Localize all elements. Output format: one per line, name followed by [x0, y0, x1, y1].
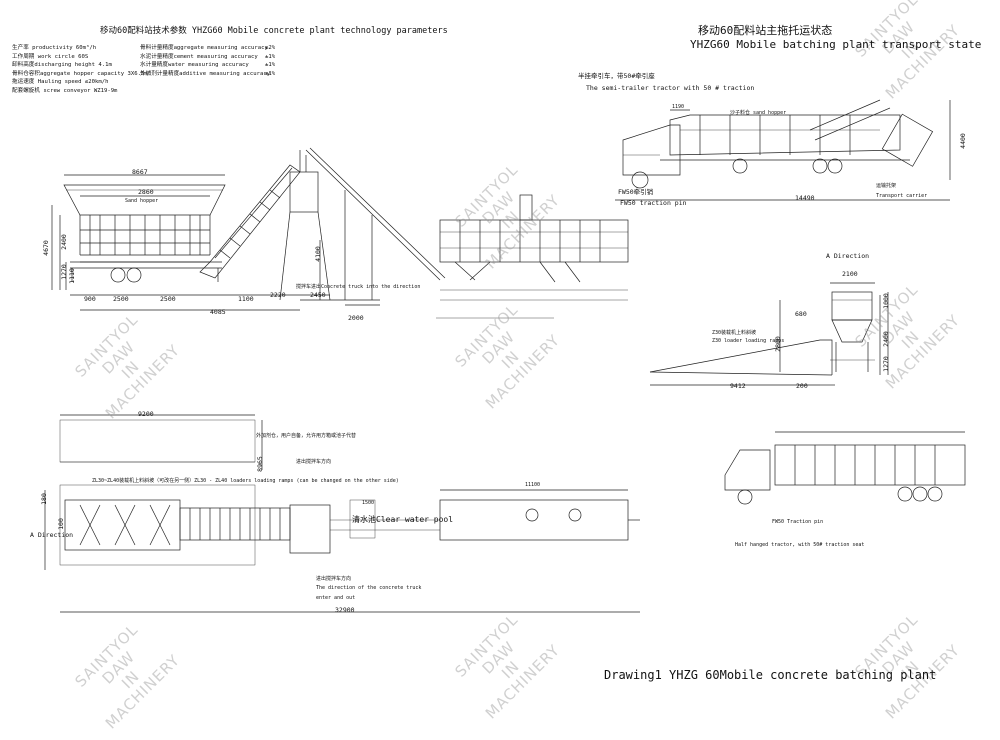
- a-direction-hopper: [831, 291, 873, 321]
- dim-label: 9200: [138, 410, 154, 418]
- a-direction-plan-label: A Direction: [30, 531, 74, 539]
- plan-trailer: [439, 499, 629, 541]
- dim-label: 11100: [525, 482, 541, 488]
- dim-label: 1270: [881, 356, 890, 372]
- transport-title-en: YHZG60 Mobile batching plant transport s…: [690, 38, 982, 51]
- carrier-label-cn: 运输托架: [876, 183, 897, 189]
- params-row: 拖运速度 Hauling speed ≤20km/h: [12, 79, 109, 86]
- dim-label: 1110: [67, 268, 76, 284]
- tractor-label-cn: 半挂牵引车，带50#牵引座: [578, 72, 655, 80]
- foundation-note: 外加剂仓，用户自备，允许用方箱或池子代替: [256, 433, 357, 439]
- dim-label: 2500: [113, 295, 129, 303]
- dim-label: 180: [39, 493, 48, 505]
- ramps-note: ZL30~ZL40装载机上料斜坡（可改在另一侧）ZL30 - ZL40 load…: [92, 478, 399, 484]
- drawing-title: Drawing1 YHZG 60Mobile concrete batching…: [604, 668, 937, 682]
- truck-direction-label: 进出搅拌车方向: [316, 576, 352, 582]
- fw50-label-en: FW50 traction pin: [620, 199, 687, 207]
- dim-label: 8667: [132, 168, 148, 176]
- truck-direction-label: enter and out: [316, 595, 356, 601]
- dim-label: 1100: [238, 295, 254, 303]
- truck-direction-label: The direction of the concrete truck: [316, 585, 422, 591]
- dim-label: 2400: [59, 234, 68, 250]
- dim-label: 2500: [160, 295, 176, 303]
- dim-label: 2400: [881, 331, 890, 347]
- params-title: 移动60配料站技术参数 YHZG60 Mobile concrete plant…: [100, 26, 448, 36]
- dim-label: 2860: [138, 188, 154, 196]
- dim-label: 100: [56, 518, 65, 530]
- water-pool-label: 清水池Clear water pool: [352, 515, 454, 524]
- params-row: 配套螺旋机 screw conveyor WZ19-9m: [12, 87, 118, 94]
- dim-label: 1270: [59, 264, 68, 280]
- dim-label: 32900: [335, 606, 355, 614]
- dim-label: 4400: [958, 133, 967, 149]
- drawing-canvas: [44, 99, 966, 613]
- dim-label: 680: [795, 310, 807, 318]
- dim-label: 2450: [310, 291, 326, 299]
- half-trailer-cab: [724, 449, 771, 491]
- fw50-label-cn: FW50牵引销: [618, 188, 654, 196]
- truck-direction-label: 进出搅拌车方向: [296, 459, 332, 465]
- dim-label: 1500: [362, 500, 375, 506]
- transport-title-cn: 移动60配料站主拖托运状态: [698, 24, 833, 37]
- dim-label: 4670: [41, 240, 50, 256]
- ramp-label-cn: Z30装载机上料斜坡: [712, 330, 757, 336]
- sand-hopper-label: 沙子料仓 sand hopper: [730, 110, 787, 116]
- dim-label: 9412: [730, 382, 746, 390]
- dim-label: 900: [84, 295, 96, 303]
- dim-label: 4085: [210, 308, 226, 316]
- sand-hopper-label: Sand hopper: [125, 198, 159, 204]
- trailer-body: [439, 219, 629, 263]
- plan-hopper: [64, 499, 181, 551]
- dim-label: 1190: [672, 104, 685, 110]
- half-tractor-label: Half hanged tractor, with 50# traction s…: [735, 542, 865, 548]
- loading-ramp: [649, 339, 833, 375]
- dim-label: 2100: [842, 270, 858, 278]
- truck-direction-label: 搅拌车进出Concrete truck into the direction: [296, 284, 421, 290]
- dim-label: 14490: [795, 194, 815, 202]
- dim-label: 8965: [255, 456, 264, 472]
- dim-label: 1000: [881, 293, 890, 309]
- dim-label: 2000: [348, 314, 364, 322]
- half-trailer-body: [774, 444, 966, 486]
- fw50-label: FW50 Traction pin: [772, 519, 824, 525]
- tractor-cab: [622, 124, 681, 176]
- carrier-label-en: Transport carrier: [876, 193, 928, 199]
- dim-label: 4100: [313, 246, 322, 262]
- dim-label: 200: [796, 382, 808, 390]
- ramp-label-en: Z30 loader loading ramps: [712, 338, 785, 344]
- a-direction-title: A Direction: [826, 252, 870, 260]
- tractor-label-en: The semi-trailer tractor with 50 # tract…: [586, 84, 755, 92]
- plan-foundation: [59, 419, 256, 463]
- dim-label: 2220: [270, 291, 286, 299]
- inclined-conveyor: [199, 164, 301, 279]
